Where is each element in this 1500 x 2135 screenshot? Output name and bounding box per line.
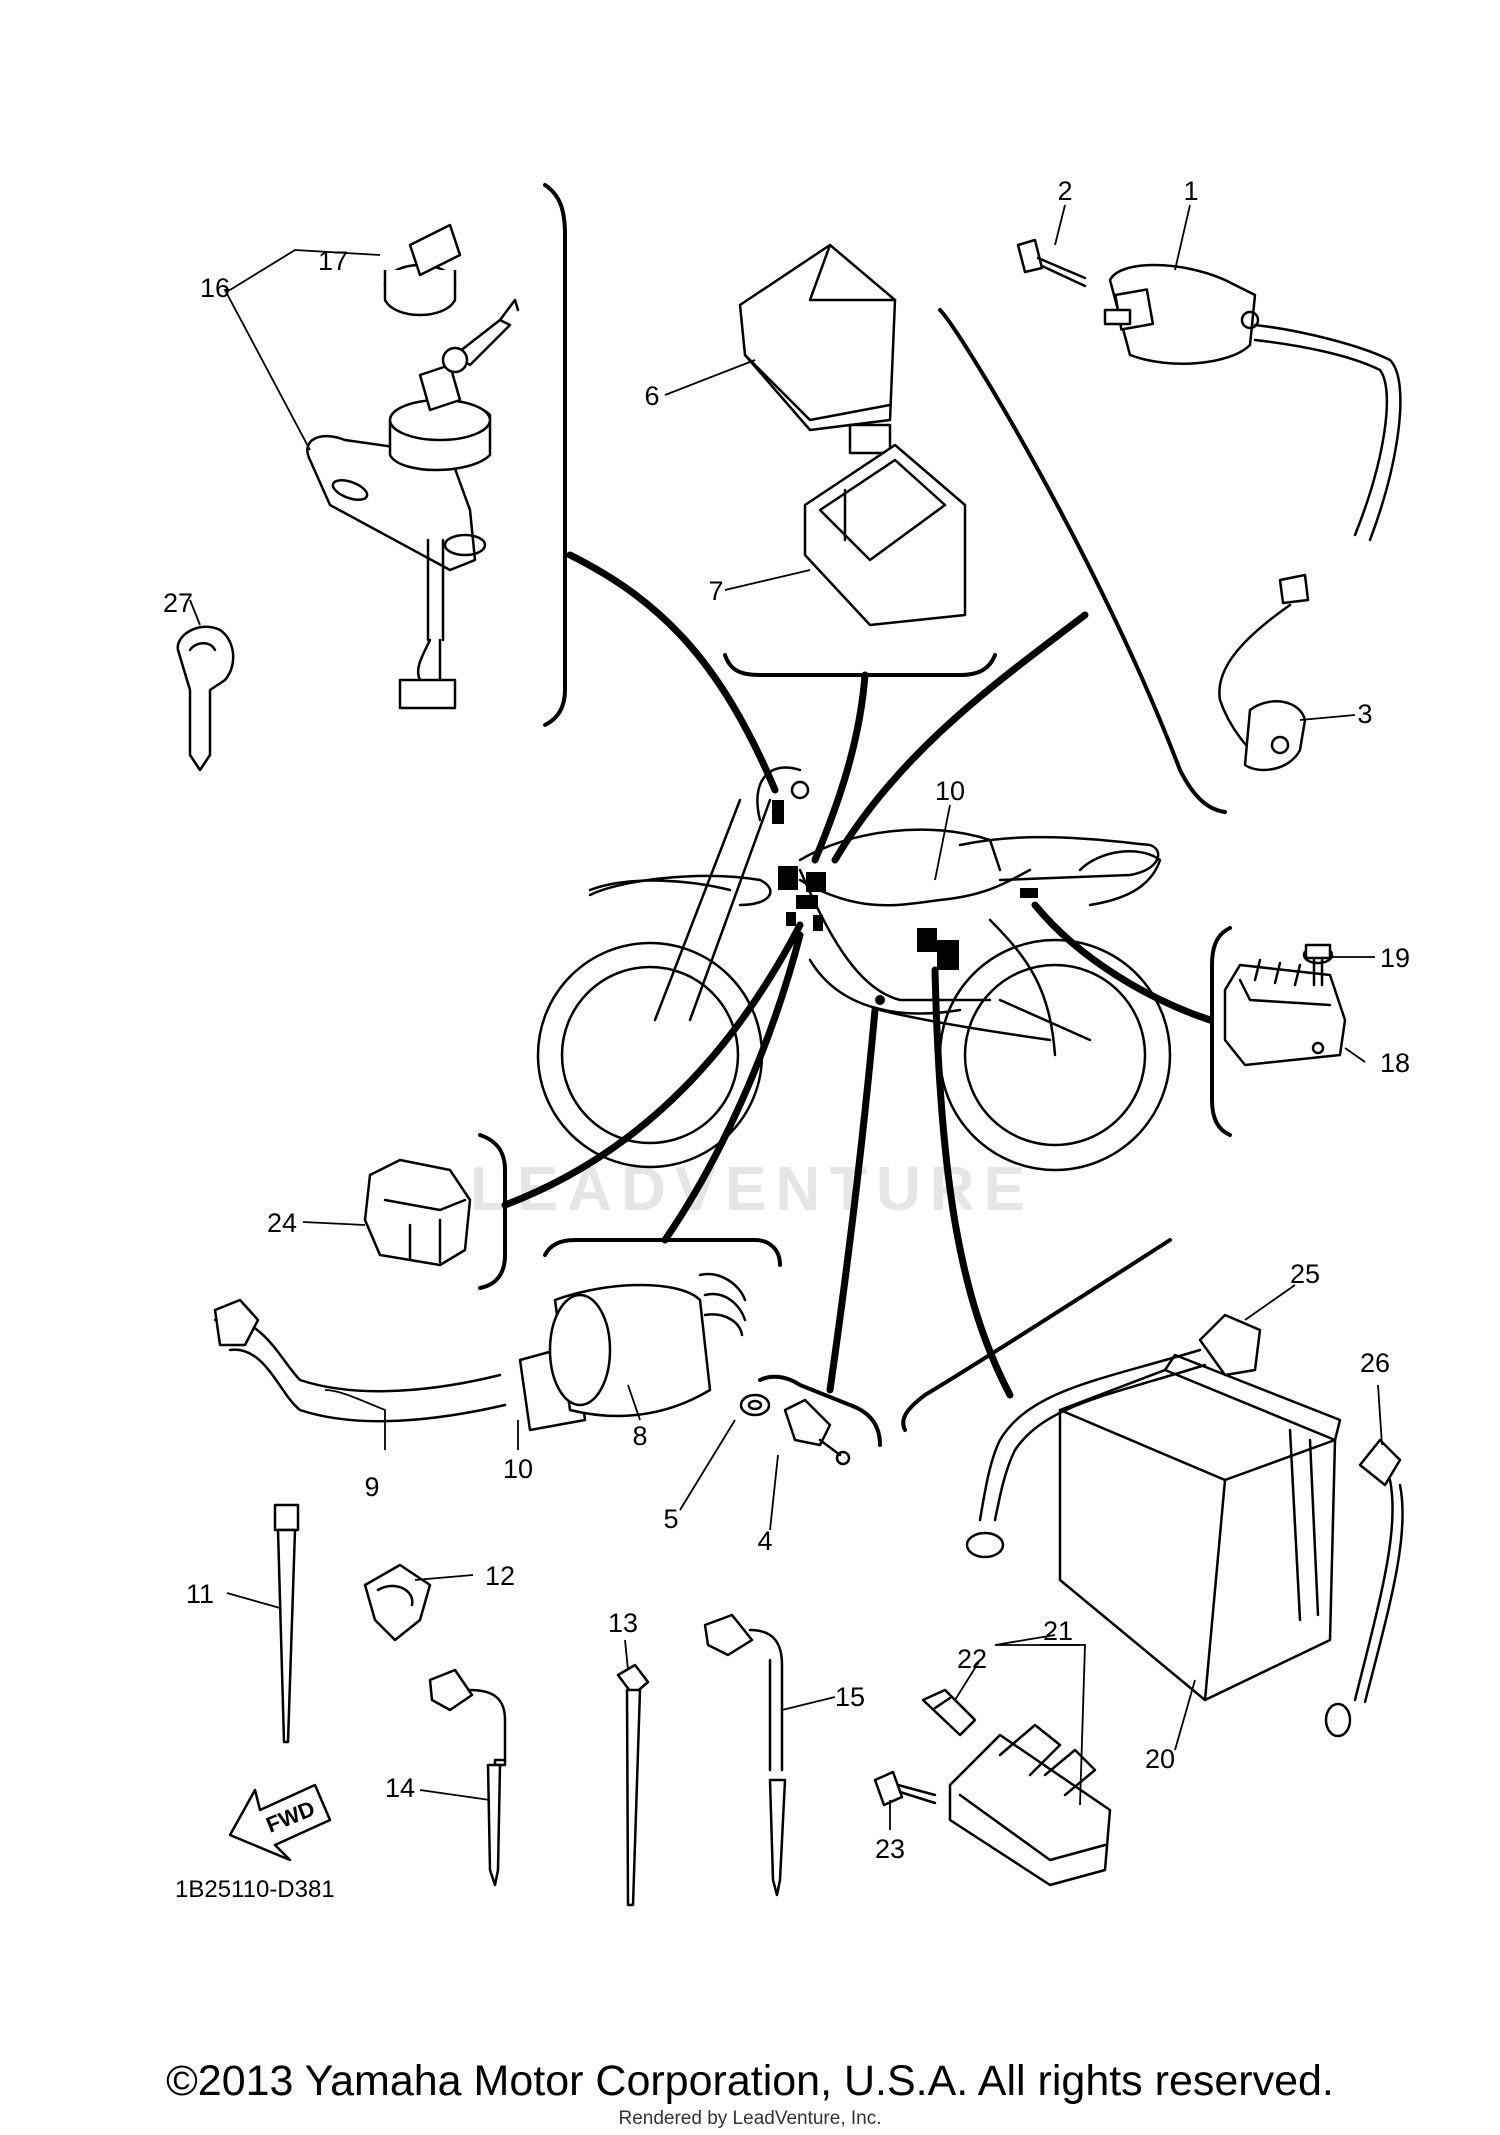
part-label-5: 5 bbox=[663, 1504, 678, 1534]
part-label-12: 12 bbox=[485, 1561, 515, 1591]
part-label-3: 3 bbox=[1357, 699, 1372, 729]
part-label-26: 26 bbox=[1360, 1348, 1390, 1378]
fuse-box-bolt bbox=[873, 1770, 937, 1807]
part-label-7: 7 bbox=[708, 576, 723, 606]
cdi-holder bbox=[803, 443, 967, 627]
ignition-coil bbox=[1103, 263, 1402, 542]
part-label-14: 14 bbox=[385, 1773, 415, 1803]
wire-clamp bbox=[363, 1563, 432, 1642]
main-switch bbox=[306, 298, 520, 710]
copyright-notice: ©2013 Yamaha Motor Corporation, U.S.A. A… bbox=[166, 2057, 1334, 2105]
part-label-13: 13 bbox=[608, 1608, 638, 1638]
part-label-15: 15 bbox=[835, 1682, 865, 1712]
part-label-4: 4 bbox=[757, 1526, 772, 1556]
drawing-code: 1B25110-D381 bbox=[175, 1876, 335, 1903]
spark-plug-cap bbox=[1218, 573, 1310, 772]
key-blank bbox=[176, 625, 235, 772]
part-label-8: 8 bbox=[632, 1421, 647, 1451]
lead-wire-15 bbox=[703, 1613, 787, 1897]
part-label-19: 19 bbox=[1380, 943, 1410, 973]
neutral-switch bbox=[783, 1398, 851, 1466]
part-label-6: 6 bbox=[644, 381, 659, 411]
leader-lines bbox=[501, 551, 1214, 1399]
sealing-washer bbox=[739, 1393, 771, 1417]
fuse-box bbox=[948, 1723, 1112, 1887]
part-label-23: 23 bbox=[875, 1834, 905, 1864]
part-label-17: 17 bbox=[318, 246, 348, 276]
coil-bolt bbox=[1016, 238, 1087, 288]
rectifier-regulator bbox=[1223, 958, 1347, 1067]
regulator-bolt bbox=[1302, 943, 1334, 987]
label-leaders bbox=[189, 204, 1383, 1830]
cable-tie-long bbox=[273, 1503, 300, 1744]
cable-tie-short bbox=[616, 1663, 650, 1907]
lead-wire-14 bbox=[428, 1668, 507, 1887]
part-label-25: 25 bbox=[1290, 1259, 1320, 1289]
part-label-21: 21 bbox=[1043, 1616, 1073, 1646]
watermark-text: LEADVENTURE bbox=[470, 1155, 1034, 1224]
part-label-2: 2 bbox=[1057, 176, 1072, 206]
part-label-10-frame: 10 bbox=[935, 776, 965, 806]
rendered-by-credit: Rendered by LeadVenture, Inc. bbox=[618, 2108, 882, 2129]
battery-positive-lead bbox=[965, 1313, 1262, 1559]
wire-harness bbox=[213, 1272, 747, 1432]
part-label-27: 27 bbox=[163, 588, 193, 618]
starter-relay bbox=[363, 1158, 472, 1267]
part-label-11: 11 bbox=[186, 1579, 214, 1609]
battery bbox=[1058, 1353, 1342, 1702]
part-label-18: 18 bbox=[1380, 1048, 1410, 1078]
part-label-20: 20 bbox=[1145, 1744, 1175, 1774]
part-label-24: 24 bbox=[267, 1208, 297, 1238]
fwd-arrow: FWD bbox=[228, 1783, 332, 1862]
part-label-9: 9 bbox=[364, 1472, 379, 1502]
part-label-1: 1 bbox=[1183, 176, 1198, 206]
part-number-labels: 1 2 3 4 5 6 7 8 9 10 10 11 12 13 14 15 1… bbox=[163, 176, 1410, 1864]
fuse bbox=[921, 1688, 977, 1737]
part-label-22: 22 bbox=[957, 1644, 987, 1674]
part-label-16: 16 bbox=[200, 273, 230, 303]
battery-negative-lead bbox=[1324, 1438, 1404, 1738]
cdi-unit bbox=[738, 243, 897, 455]
switch-cap bbox=[383, 223, 462, 317]
group-brackets bbox=[478, 183, 1232, 1447]
part-label-10-harness: 10 bbox=[503, 1454, 533, 1484]
